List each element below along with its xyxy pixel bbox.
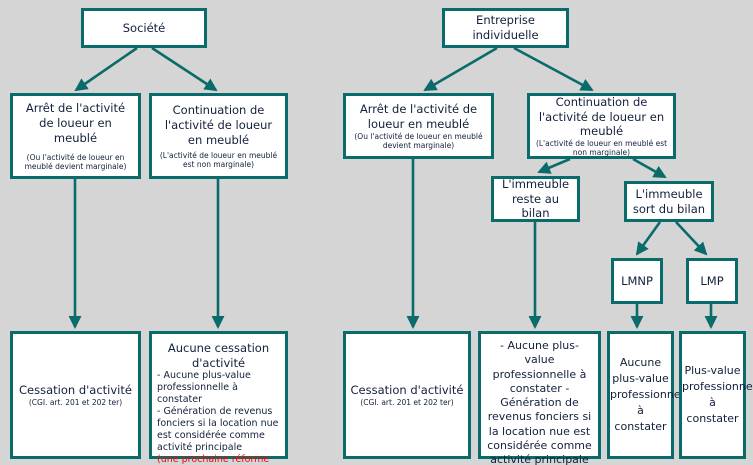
- edge-societe-to-continuation: [151, 46, 218, 92]
- node-reste-au-bilan-outcome-text: - Aucune plus-value professionnelle à co…: [487, 339, 592, 465]
- node-ei-arret[interactable]: Arrêt de l'activité de loueur en meublé …: [343, 93, 494, 159]
- node-societe-arret-main: Arrêt de l'activité de loueur en meublé: [25, 101, 126, 145]
- node-societe-arret[interactable]: Arrêt de l'activité de loueur en meublé …: [10, 93, 141, 179]
- node-entreprise-individuelle-root[interactable]: Entreprise individuelle: [442, 8, 569, 48]
- node-ei-continuation-main: Continuation de l'activité de loueur en …: [538, 94, 665, 139]
- node-societe-continuation-outcome-warning: (une prochaine réforme est susceptible d…: [157, 453, 270, 465]
- node-lmp-outcome-text: Plus-value professionnelle à constater: [682, 364, 753, 425]
- node-societe-continuation-outcome[interactable]: Aucune cessation d'activité - Aucune plu…: [149, 331, 288, 465]
- node-societe-arret-outcome[interactable]: Cessation d'activité (CGI. art. 201 et 2…: [10, 331, 141, 459]
- node-lmnp-label: LMNP: [621, 273, 653, 288]
- edge-continuation-to-sort-du-bilan: [632, 157, 667, 179]
- node-ei-arret-note: (Ou l'activité de loueur en meublé devie…: [354, 131, 483, 150]
- edge-continuation-to-reste-au-bilan: [537, 157, 571, 174]
- node-entreprise-individuelle-root-label: Entreprise individuelle: [472, 13, 539, 42]
- node-societe-continuation-note: (L'activité de loueur en meublé est non …: [159, 150, 278, 169]
- node-societe-arret-outcome-title: Cessation d'activité: [19, 383, 132, 398]
- node-lmnp-outcome-text: Aucune plus-value professionnelle à cons…: [610, 356, 694, 433]
- node-immeuble-reste-au-bilan-label: L'immeuble reste au bilan: [501, 176, 570, 221]
- node-lmnp-outcome[interactable]: Aucune plus-value professionnelle à cons…: [607, 331, 694, 459]
- edge-sort-du-bilan-to-lmp: [675, 221, 708, 256]
- node-societe-continuation[interactable]: Continuation de l'activité de loueur en …: [149, 93, 288, 179]
- node-lmp-label: LMP: [700, 273, 724, 288]
- node-societe-root[interactable]: Société: [81, 8, 207, 48]
- node-lmp[interactable]: LMP: [686, 258, 738, 304]
- node-ei-arret-outcome-ref: (CGI. art. 201 et 202 ter): [360, 397, 454, 407]
- node-ei-continuation[interactable]: Continuation de l'activité de loueur en …: [527, 93, 676, 159]
- node-societe-continuation-main: Continuation de l'activité de loueur en …: [164, 103, 273, 147]
- node-immeuble-reste-au-bilan[interactable]: L'immeuble reste au bilan: [491, 176, 580, 222]
- node-societe-continuation-outcome-line2: - Génération de revenus fonciers si la l…: [157, 406, 279, 453]
- node-lmnp[interactable]: LMNP: [611, 258, 663, 304]
- node-ei-arret-main: Arrêt de l'activité de loueur en meublé: [359, 102, 478, 131]
- node-ei-continuation-note: (L'activité de loueur en meublé est non …: [535, 139, 668, 158]
- edge-societe-to-arret: [74, 46, 138, 92]
- node-societe-arret-note: (Ou l'activité de loueur en meublé devie…: [24, 152, 127, 171]
- node-societe-continuation-outcome-title: Aucune cessation d'activité: [167, 341, 270, 370]
- node-ei-arret-outcome[interactable]: Cessation d'activité (CGI. art. 201 et 2…: [343, 331, 471, 459]
- node-lmp-outcome[interactable]: Plus-value professionnelle à constater: [679, 331, 753, 459]
- node-societe-continuation-outcome-line1: - Aucune plus-value professionnelle à co…: [157, 370, 251, 406]
- node-reste-au-bilan-outcome[interactable]: - Aucune plus-value professionnelle à co…: [478, 331, 601, 465]
- node-immeuble-sort-du-bilan[interactable]: L'immeuble sort du bilan: [624, 181, 714, 222]
- node-immeuble-sort-du-bilan-label: L'immeuble sort du bilan: [632, 186, 706, 216]
- node-ei-arret-outcome-title: Cessation d'activité: [350, 383, 464, 398]
- edge-ei-to-continuation: [513, 46, 594, 92]
- node-societe-arret-outcome-ref: (CGI. art. 201 et 202 ter): [28, 397, 123, 407]
- edge-sort-du-bilan-to-lmnp: [635, 221, 662, 256]
- node-societe-root-label: Société: [122, 20, 166, 35]
- edge-ei-to-arret: [423, 46, 498, 92]
